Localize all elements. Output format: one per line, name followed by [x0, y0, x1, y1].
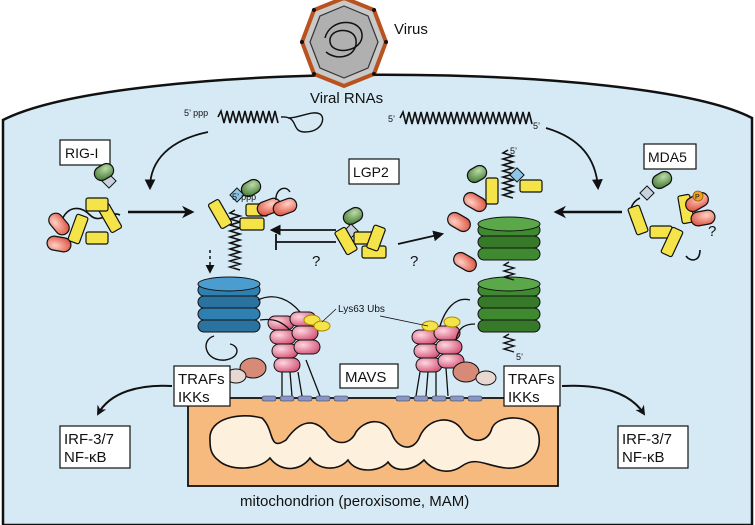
virus-particle [299, 0, 389, 89]
mda5-label: MDA5 [648, 149, 687, 165]
five-prime-label-b: 5’ [533, 121, 540, 131]
irf-nfkb-box-right [617, 425, 689, 469]
ppp-bound-label: 5’ ppp [232, 192, 256, 202]
lys63-pointer-right [379, 315, 429, 327]
nfkb-label-right: NF-κB [622, 449, 665, 466]
arrow-to-irf-right [561, 384, 646, 416]
viral-rnas-label: Viral RNAs [310, 90, 383, 107]
lgp2-free-protein [334, 206, 387, 259]
mavs-membrane-anchors [261, 395, 483, 402]
trafs-ikks-box-right [503, 365, 561, 407]
rig-i-free-protein [46, 162, 123, 253]
mavs-box [339, 363, 399, 389]
mitochondrion [187, 397, 559, 487]
ikks-label-right: IKKs [508, 389, 540, 406]
ikks-label-left: IKKs [178, 389, 210, 406]
mavs-label: MAVS [345, 369, 386, 386]
viral-rna-left [217, 108, 324, 133]
ppp-label-left: 5’ ppp [184, 108, 208, 118]
irf-label-right: IRF-3/7 [622, 431, 672, 448]
rig-i-label: RIG-I [65, 145, 98, 161]
arrow-to-irf-left [97, 384, 173, 416]
lgp2-label: LGP2 [353, 164, 389, 180]
question-mark-lgp2-mda5: ? [410, 253, 418, 270]
arrow-rna-to-mda5 [545, 127, 603, 191]
mavs-aggregate-left [257, 296, 331, 397]
trafs-ikks-box-left [173, 365, 231, 407]
arrow-rna-to-rig-i [144, 131, 209, 191]
five-prime-mda5-top: 5’ [510, 146, 517, 156]
arrow-lgp2-to-mda5 [397, 230, 445, 245]
question-mark-lgp2-rig-i: ? [312, 253, 320, 270]
mda5-free-protein [627, 170, 716, 261]
irf-label-left: IRF-3/7 [64, 431, 114, 448]
mda5-filament [477, 216, 541, 353]
inhibition-lgp2-rig-i [275, 234, 336, 250]
question-mark-mda5: ? [708, 223, 716, 240]
five-prime-mda5-bottom: 5’ [516, 352, 523, 362]
trafs-label-left: TRAFs [178, 371, 225, 388]
traf-blobs [225, 357, 497, 386]
rig-i-box [59, 139, 111, 166]
rig-i-activated-complex [205, 178, 298, 274]
phospho-mda5-label: P [695, 194, 700, 201]
five-prime-label-a: 5’ [388, 114, 395, 124]
mda5-box [643, 143, 697, 170]
rig-i-card-filament [197, 276, 261, 361]
trafs-label-right: TRAFs [508, 371, 555, 388]
mda5-activated-complex [447, 149, 543, 273]
irf-nfkb-box-left [59, 425, 131, 469]
viral-rna-right [399, 109, 533, 125]
lgp2-box [348, 158, 400, 185]
lys63-pointer-left [321, 308, 337, 323]
virus-label: Virus [394, 21, 428, 38]
lys63-label: Lys63 Ubs [338, 304, 385, 315]
mitochondrion-label: mitochondrion (peroxisome, MAM) [240, 493, 469, 510]
nfkb-label-left: NF-κB [64, 449, 107, 466]
